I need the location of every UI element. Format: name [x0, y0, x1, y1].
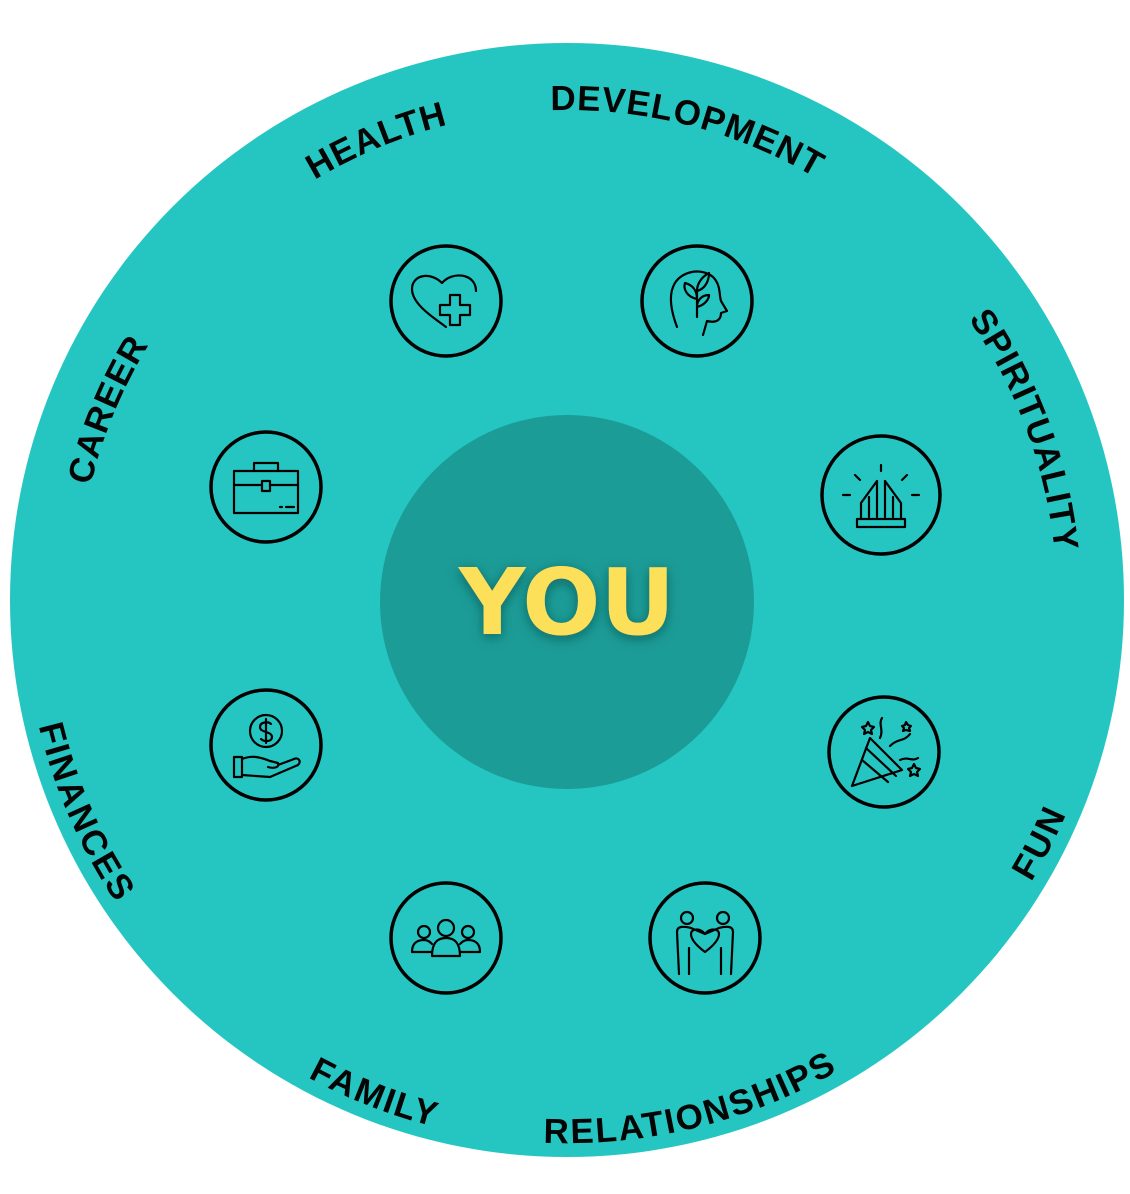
finances-icon-badge[interactable]	[209, 688, 323, 802]
head-sprout-icon	[669, 270, 729, 337]
hand-dollar-icon	[232, 713, 301, 779]
briefcase-icon	[232, 461, 300, 515]
party-popper-icon	[850, 716, 922, 788]
health-icon-badge[interactable]	[389, 244, 503, 358]
family-icon-badge[interactable]	[389, 881, 503, 995]
praying-hands-icon	[841, 463, 921, 529]
spirituality-icon-badge[interactable]	[820, 434, 942, 556]
center-circle	[380, 415, 754, 789]
heart-plus-icon	[410, 274, 478, 329]
group-people-icon	[410, 918, 482, 958]
career-icon-badge[interactable]	[209, 430, 323, 544]
relationships-icon-badge[interactable]	[648, 881, 762, 995]
center-label: YOU	[458, 549, 675, 656]
development-icon-badge[interactable]	[640, 244, 754, 358]
fun-icon-badge[interactable]	[827, 695, 941, 809]
couple-heart-icon	[675, 910, 735, 976]
